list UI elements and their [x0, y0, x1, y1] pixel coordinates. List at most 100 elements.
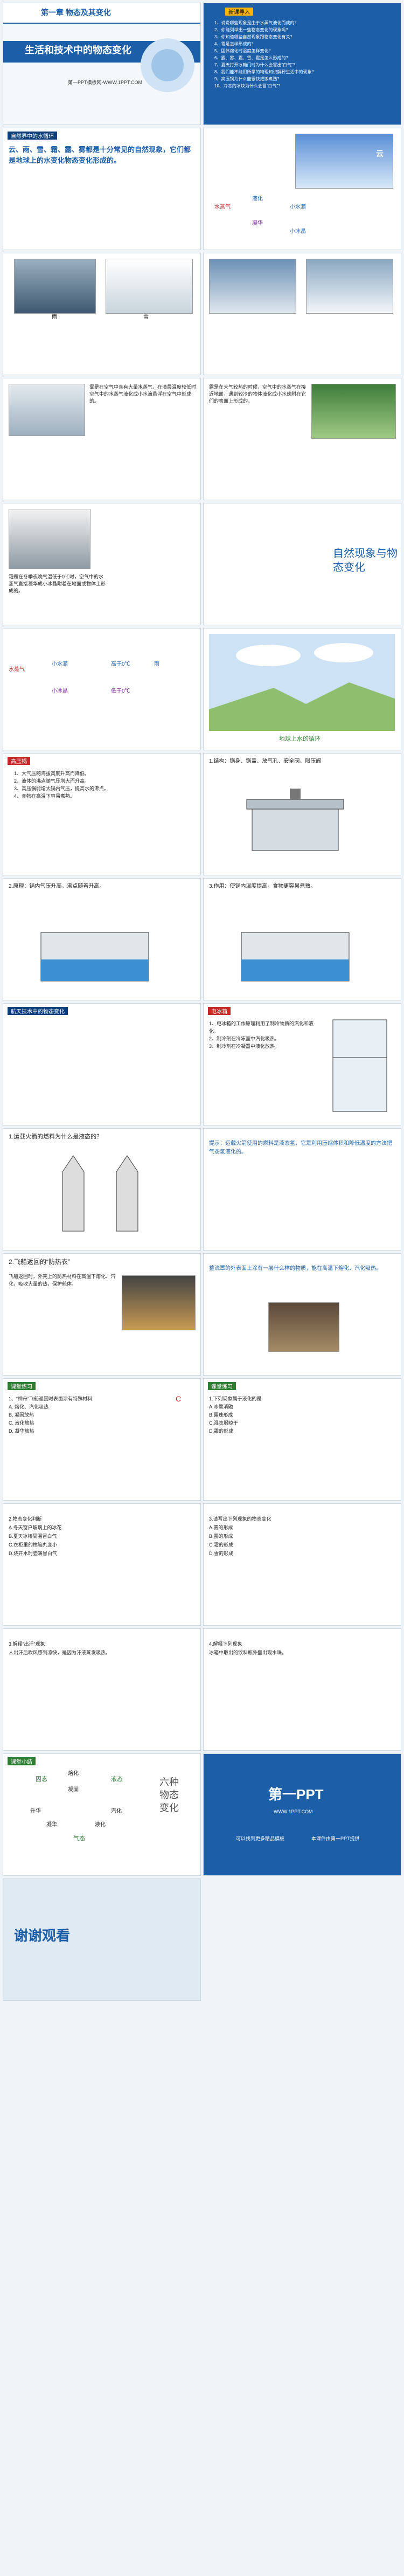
cycle-vapor: 水蒸气: [9, 667, 25, 673]
boil-diagram: [40, 932, 149, 982]
brand-line-1: 可以找到更多精品模板: [236, 1836, 285, 1841]
dew-slide: 露是在天气较热的时候，空气中的水蒸气在接近地面，遇到较冷的物体液化成小水珠附在它…: [203, 378, 401, 500]
brand-url: WWW.1PPT.COM: [274, 1809, 313, 1814]
quiz4-slide: 3.请写出下列现象的物态变化 A.雾的形成 B.露的形成 C.霜的形成 D.雪的…: [203, 1503, 401, 1626]
principle-slide: 3.作用：使锅内温度提高，食物更容易煮熟。: [203, 878, 401, 1000]
frost-slide: 霜是在冬季夜晚气温低于0℃时，空气中的水蒸气直接凝华成小冰晶附着在地面或物体上形…: [3, 503, 201, 625]
end-text: 谢谢观看: [14, 1928, 71, 1944]
quiz2-items: 1.下列现象属于液化的是 A.冰雪消融 B.露珠形成 C.湿衣服晾干 D.霜的形…: [209, 1396, 262, 1434]
slide-title: 生活和技术中的物态变化: [25, 45, 131, 56]
cycle-rain: 雨: [154, 661, 159, 667]
fog-photo: [9, 384, 85, 436]
brand-logo: 第一PPT: [268, 1786, 324, 1802]
heat-slide: 2.飞船返回的“防热衣” 飞船返回时，外壳上的防热材料在高温下熔化、汽化，吸收大…: [3, 1253, 201, 1376]
cycle-water: 小水滴: [52, 661, 68, 667]
quiz6-items: 4.解释下列现象 冰箱中取出的饮料瓶外壁出现水珠。: [209, 1641, 287, 1655]
frost-photo: [9, 509, 90, 569]
vapor-label: 水蒸气: [214, 204, 231, 210]
heat2-photo: [268, 1302, 339, 1352]
cloud-slide: 云 水蒸气 液化 小水滴 凝华 小冰晶: [203, 128, 401, 250]
fridge-items: 1、电冰箱的工作原理利用了制冷物质的汽化和液化。 2、制冷剂在冷冻室中汽化吸热。…: [209, 1021, 314, 1049]
snow-scene-photo: [209, 259, 296, 314]
pressure-tag: 高压锅: [8, 757, 30, 765]
intro-slide: 新课导入 1、说说哪些现象是由于水蒸气液化而成的？ 2、你能列举出一些物态变化的…: [203, 3, 401, 125]
state-solid: 固态: [36, 1776, 47, 1783]
quiz2-slide: 课堂练习 1.下列现象属于液化的是 A.冰雪消融 B.露珠形成 C.湿衣服晾干 …: [203, 1378, 401, 1501]
rain-photo: [14, 259, 96, 314]
ice-label: 小冰晶: [290, 229, 306, 234]
dew-text: 露是在天气较热的时候，空气中的水蒸气在接近地面，遇到较冷的物体液化成小水珠附在它…: [209, 384, 307, 404]
title-slide: 第一章 物态及其变化 生活和技术中的物态变化 第一PPT模板网-WWW.1PPT…: [3, 3, 201, 125]
rocket2-text: 提示：运载火箭使用的燃料是液态氢，它是利用压缩体积和降低温度的方法把气态氢液化的…: [209, 1141, 392, 1155]
brand-line-2: 本课件由第一PPT提供: [311, 1836, 360, 1841]
rain-label: 雨: [52, 314, 57, 320]
deposit-label: 凝华: [46, 1822, 57, 1828]
quiz5-slide: 3.解释“出汗”现象 人出汗后吹风感到凉快，是因为汗液蒸发吸热。: [3, 1628, 201, 1751]
principle-diagram: [241, 932, 350, 982]
water-label: 小水滴: [290, 204, 306, 210]
end-slide: 谢谢观看: [3, 1879, 201, 2001]
cycle-below0: 低于0℃: [111, 688, 130, 694]
melt-label: 熔化: [68, 1771, 79, 1777]
cooker-slide: 1.结构：锅身、锅盖、放气孔、安全阀、限压阀: [203, 753, 401, 875]
rocket-diagram: [62, 1155, 138, 1232]
fridge-slide: 电冰箱 1、电冰箱的工作原理利用了制冷物质的汽化和液化。 2、制冷剂在冷冻室中汽…: [203, 1003, 401, 1125]
heat-title: 2.飞船返回的“防热衣”: [9, 1258, 71, 1266]
nature-heading: 云、雨、雪、霜、露、雾都是十分常见的自然现象，它们都是地球上的水变化物态变化形成…: [9, 146, 191, 164]
sublimate-label: 升华: [30, 1808, 41, 1814]
boil-slide: 2.原理：锅内气压升高，沸点随着升高。: [3, 878, 201, 1000]
state-gas: 气态: [73, 1835, 85, 1842]
heat2-slide: 整流罩的外表面上涂有一层什么样的物质，能在高温下熔化、汽化吸热。: [203, 1253, 401, 1376]
quiz-answer: C: [176, 1394, 182, 1403]
cooker-title: 1.结构：锅身、锅盖、放气孔、安全阀、限压阀: [209, 758, 322, 764]
fog-slide: 雾是在空气中含有大量水蒸气，在清晨温度较低时空气中的水蒸气液化成小水滴悬浮在空气…: [3, 378, 201, 500]
natural-caption: 自然现象与物态变化: [333, 548, 398, 574]
rocket-slide: 1.运载火箭的燃料为什么是液态的？: [3, 1128, 201, 1251]
fridge-diagram: [332, 1019, 387, 1112]
fog-text: 雾是在空气中含有大量水蒸气，在清晨温度较低时空气中的水蒸气液化成小水滴悬浮在空气…: [89, 384, 197, 404]
cycle-title: 地球上水的循环: [279, 736, 321, 742]
intro-tag: 新课导入: [225, 8, 253, 16]
nature-tag: 自然界中的水循环: [8, 132, 57, 140]
decoration-art: [141, 38, 194, 92]
summary-side: 六种物态变化: [159, 1777, 179, 1813]
rocket2-slide: 提示：运载火箭使用的燃料是液态氢，它是利用压缩体积和降低温度的方法把气态氢液化的…: [203, 1128, 401, 1251]
liquefy-summary-label: 液化: [95, 1822, 106, 1828]
cycle-ice: 小冰晶: [52, 688, 68, 694]
snow-slide: [203, 253, 401, 375]
rocket-question: 1.运载火箭的燃料为什么是液态的？: [9, 1134, 103, 1140]
quiz5-items: 3.解释“出汗”现象 人出汗后吹风感到凉快，是因为汗液蒸发吸热。: [9, 1641, 111, 1655]
capsule-photo: [122, 1275, 196, 1330]
snow-photo: [106, 259, 193, 314]
fridge-tag: 电冰箱: [208, 1007, 231, 1015]
freeze-label: 凝固: [68, 1787, 79, 1793]
cloud-photo: [295, 134, 393, 189]
natural-slide: 自然现象与物态变化: [203, 503, 401, 625]
rain-slide: 雨 雪: [3, 253, 201, 375]
cycle-left-slide: 水蒸气 小水滴 高于0℃ 雨 小冰晶 低于0℃: [3, 628, 201, 750]
quiz6-slide: 4.解释下列现象 冰箱中取出的饮料瓶外壁出现水珠。: [203, 1628, 401, 1751]
vaporize-label: 汽化: [111, 1808, 122, 1814]
liquefy-label: 液化: [252, 196, 263, 202]
state-liquid: 液态: [111, 1776, 123, 1783]
snow-label: 雪: [143, 314, 149, 320]
pressure-slide: 高压锅 1、大气压随海拔高度升高而降低。 2、液体的沸点随气压增大而升高。 3、…: [3, 753, 201, 875]
solidify-label: 凝华: [252, 220, 263, 226]
cycle-above0: 高于0℃: [111, 661, 130, 667]
cloud-label: 云: [376, 149, 384, 158]
summary-tag: 课堂小结: [8, 1757, 36, 1765]
nature-slide: 自然界中的水循环 云、雨、雪、霜、露、雾都是十分常见的自然现象，它们都是地球上的…: [3, 128, 201, 250]
intro-questions: 1、说说哪些现象是由于水蒸气液化而成的？ 2、你能列举出一些物态变化的现象吗？ …: [214, 20, 316, 88]
principle-title: 3.作用：使锅内温度提高，食物更容易煮熟。: [209, 883, 316, 889]
frost-text: 霜是在冬季夜晚气温低于0℃时，空气中的水蒸气直接凝华成小冰晶附着在地面或物体上形…: [9, 574, 106, 593]
boil-text: 2.原理：锅内气压升高，沸点随着升高。: [9, 883, 105, 889]
quiz2-tag: 课堂练习: [208, 1382, 236, 1390]
quiz3-slide: 2.物态变化判断 A.冬天窗户玻璃上的冰花 B.夏天冰棒周围冒白气 C.衣柜里的…: [3, 1503, 201, 1626]
heat2-text: 整流罩的外表面上涂有一层什么样的物质，能在高温下熔化、汽化吸热。: [209, 1266, 381, 1272]
space-slide: 航天技术中的物态变化: [3, 1003, 201, 1125]
heat-text: 飞船返回时，外壳上的防热材料在高温下熔化、汽化，吸收大量的热，保护舱体。: [9, 1274, 116, 1287]
summary-slide: 课堂小结 固态 液态 气态 熔化 凝固 汽化 液化 升华 凝华 六种物态变化: [3, 1753, 201, 1876]
water-cycle-diagram: [209, 634, 395, 731]
quiz-tag: 课堂练习: [8, 1382, 36, 1390]
